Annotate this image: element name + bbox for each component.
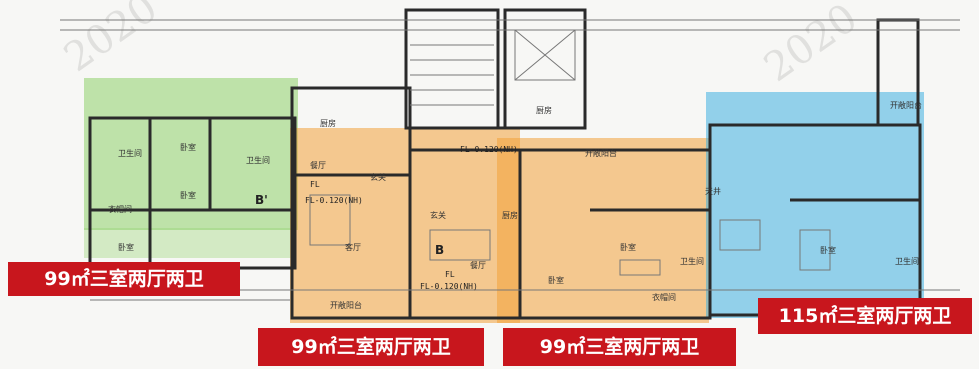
unit-badge-large: 115㎡三室两厅两卫 bbox=[758, 298, 972, 334]
room-label: 开敞阳台 bbox=[890, 101, 922, 110]
room-label: 开敞阳台 bbox=[330, 301, 362, 310]
room-label: 玄关 bbox=[370, 173, 386, 182]
floor-level-tag: FL bbox=[445, 270, 455, 279]
floor-level-tag: FL-0.120(NH) bbox=[305, 196, 363, 205]
unit-badge-b: 99㎡三室两厅两卫 bbox=[258, 328, 484, 366]
room-label: 卧室 bbox=[620, 243, 636, 252]
zone-unit-b-prime-lower bbox=[84, 228, 294, 258]
floor-level-tag: FL-0.120(NH) bbox=[460, 145, 518, 154]
unit-badge-b-mirror: 99㎡三室两厅两卫 bbox=[503, 328, 736, 366]
room-label: 卫生间 bbox=[680, 257, 704, 266]
room-label: 卧室 bbox=[180, 191, 196, 200]
room-label: 天井 bbox=[705, 187, 721, 196]
room-label: 厨房 bbox=[502, 211, 518, 220]
room-label: 卧室 bbox=[118, 243, 134, 252]
unit-mark-b-prime: B' bbox=[255, 193, 268, 207]
room-label: 卫生间 bbox=[246, 156, 270, 165]
room-label: 玄关 bbox=[430, 211, 446, 220]
room-label: 卫生间 bbox=[895, 257, 919, 266]
floor-level-tag: FL-0.120(NH) bbox=[420, 282, 478, 291]
room-label: 厨房 bbox=[320, 119, 336, 128]
unit-badge-b-prime: 99㎡三室两厅两卫 bbox=[8, 262, 240, 296]
room-label: 卧室 bbox=[548, 276, 564, 285]
room-label: 厨房 bbox=[536, 106, 552, 115]
room-label: 卧室 bbox=[820, 246, 836, 255]
unit-mark-b: B bbox=[435, 243, 445, 257]
zone-unit-b-prime bbox=[84, 78, 298, 230]
room-label: 客厅 bbox=[345, 243, 361, 252]
zone-unit-b-mirror bbox=[497, 138, 709, 323]
room-label: 衣帽间 bbox=[108, 205, 132, 214]
room-label: 餐厅 bbox=[470, 261, 486, 270]
floor-level-tag: FL bbox=[310, 180, 320, 189]
zone-unit-large bbox=[706, 92, 924, 318]
room-label: 衣帽间 bbox=[652, 293, 676, 302]
room-label: 开敞阳台 bbox=[585, 149, 617, 158]
room-label: 卧室 bbox=[180, 143, 196, 152]
room-label: 餐厅 bbox=[310, 161, 326, 170]
room-label: 卫生间 bbox=[118, 149, 142, 158]
